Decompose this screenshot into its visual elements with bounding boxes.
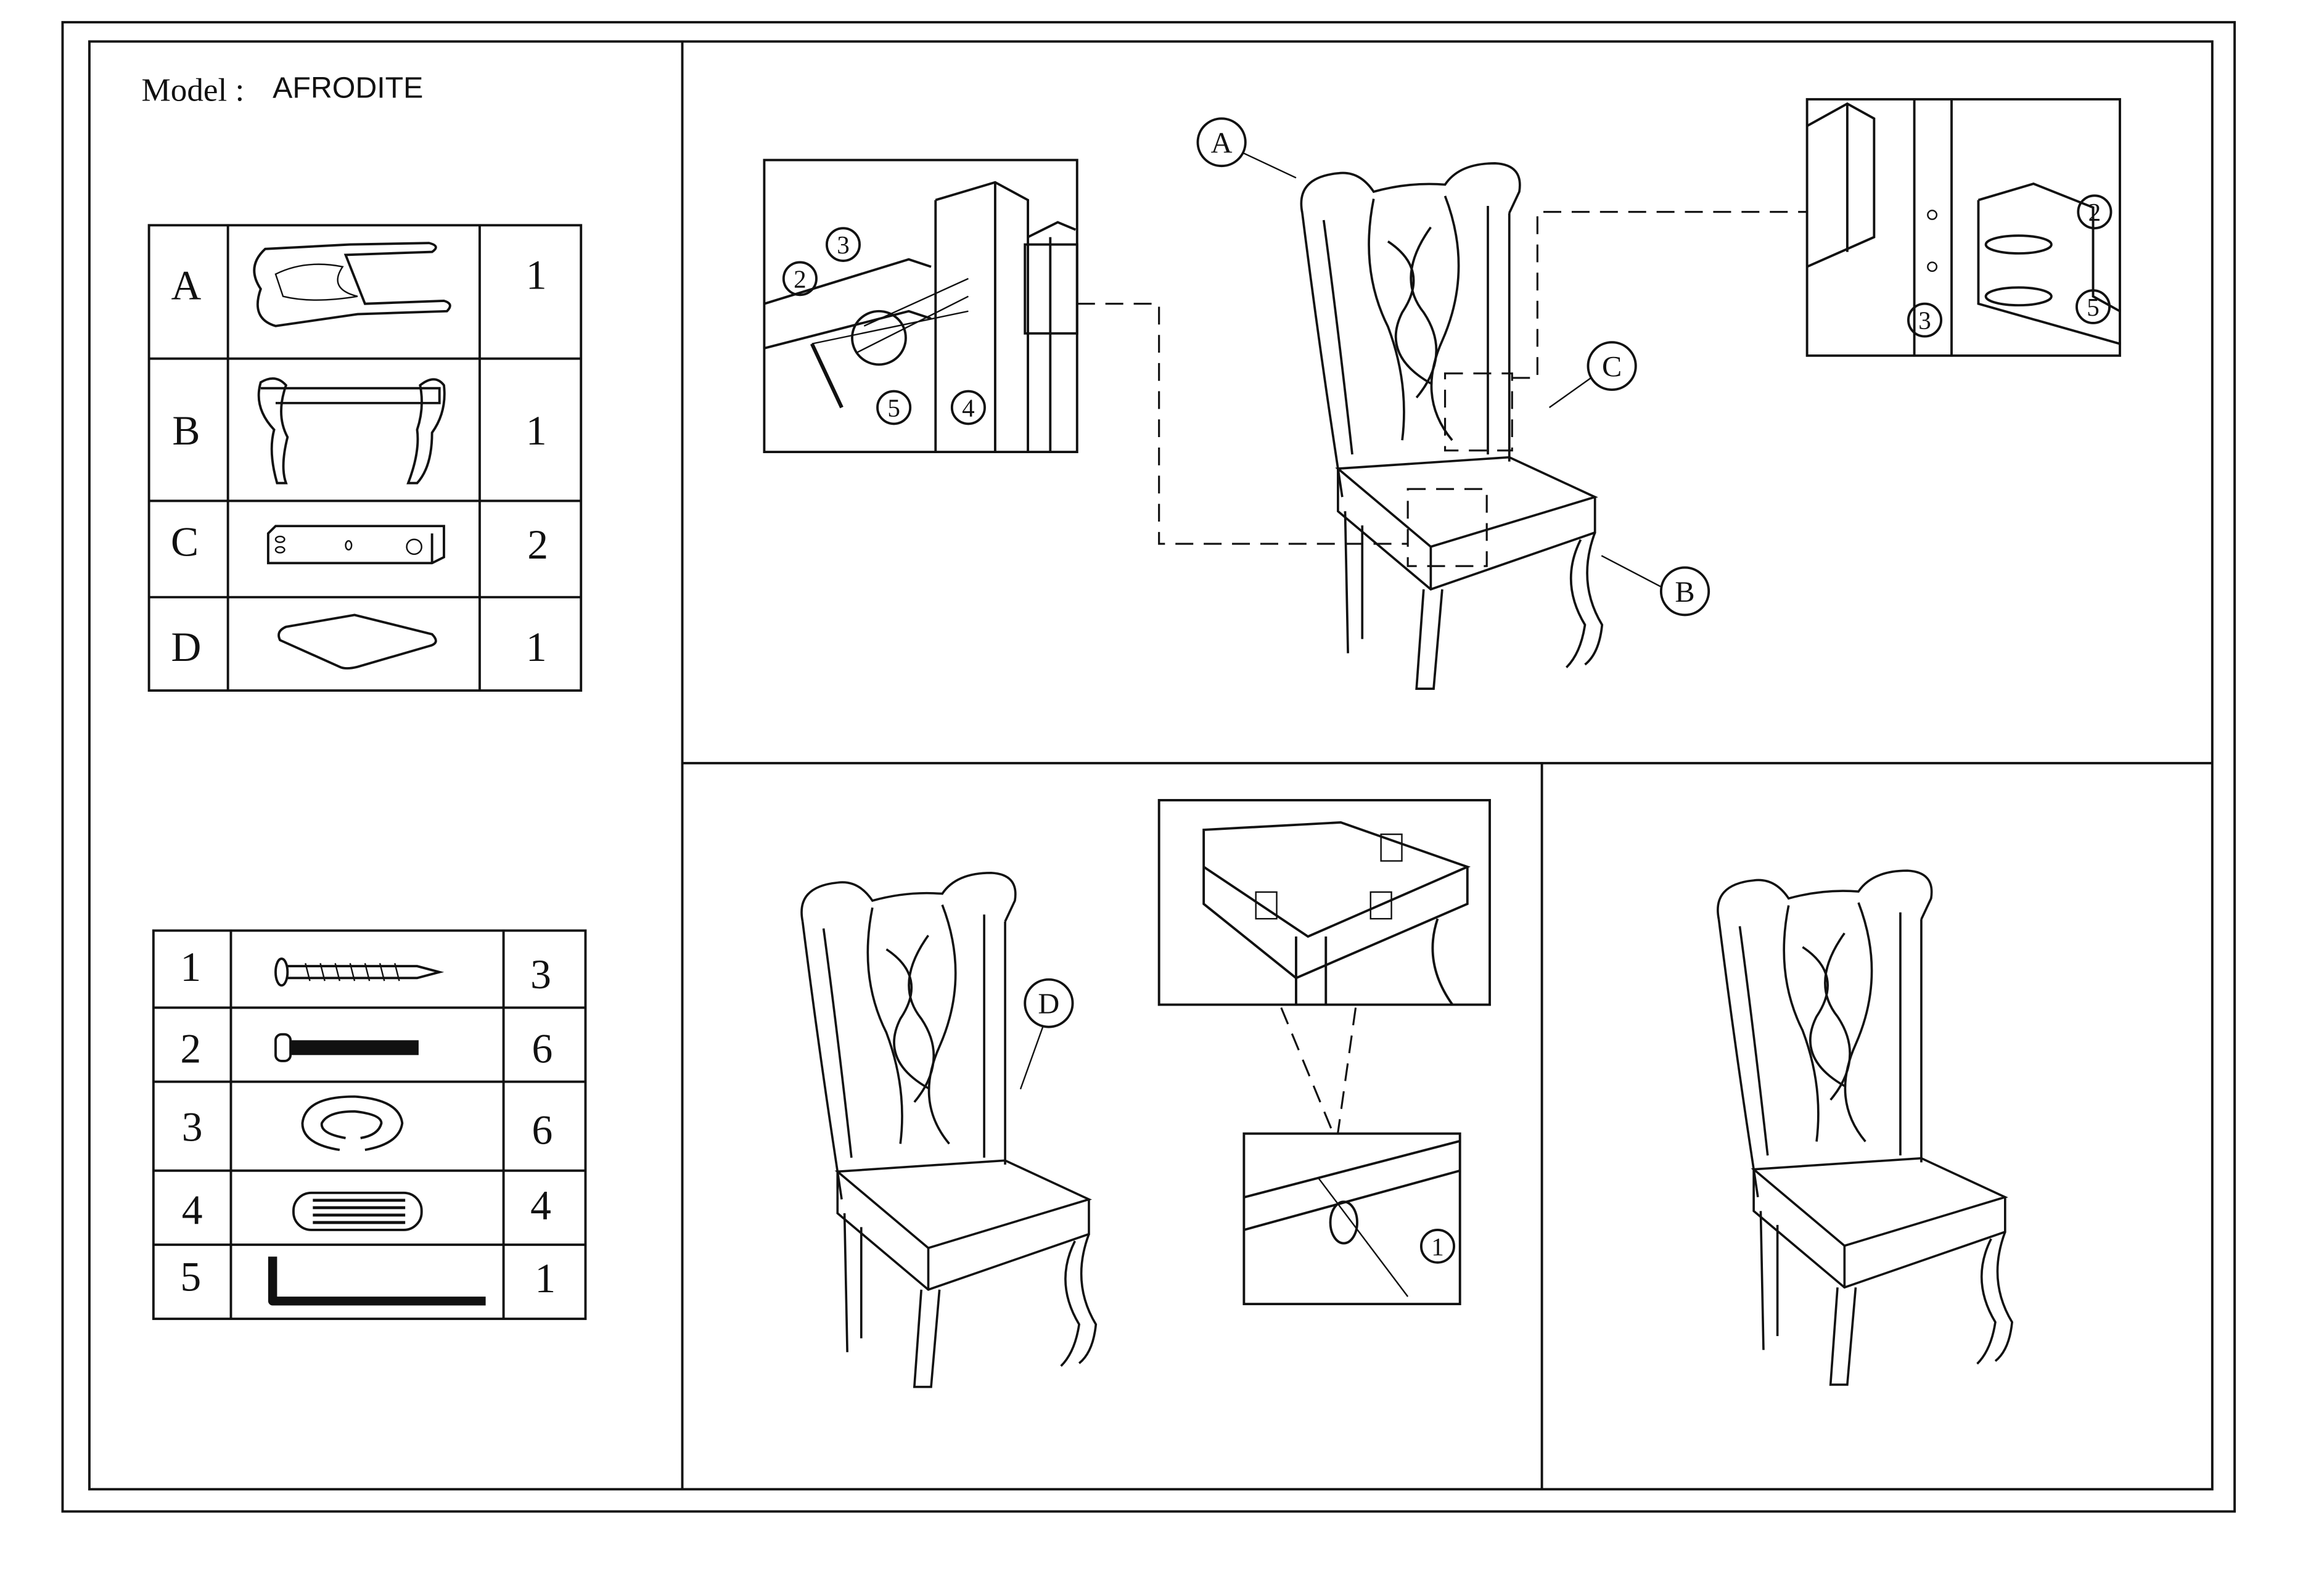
step1-detail-left: 3 2 5 4 bbox=[763, 158, 1078, 454]
allen-key-icon bbox=[268, 1256, 486, 1306]
hardware-qty: 1 bbox=[535, 1255, 556, 1301]
callout-3: 3 bbox=[1918, 306, 1931, 335]
step2-detail-top bbox=[1157, 798, 1491, 1006]
leader-line bbox=[1512, 211, 1807, 379]
hardware-id: 2 bbox=[180, 1025, 201, 1072]
callout-2: 2 bbox=[2088, 198, 2101, 226]
hardware-qty: 6 bbox=[532, 1107, 553, 1154]
seat-cushion-icon bbox=[277, 613, 437, 670]
callout-B: B bbox=[1675, 576, 1694, 609]
split-washer-icon bbox=[301, 1095, 404, 1152]
side-rail-icon bbox=[266, 525, 445, 565]
callout-D: D bbox=[1038, 988, 1059, 1020]
chair-back-frame-icon bbox=[253, 242, 451, 327]
hardware-qty: 4 bbox=[530, 1182, 551, 1229]
callout-5: 5 bbox=[2087, 293, 2100, 321]
outer-frame bbox=[61, 21, 2236, 1513]
callout-1: 1 bbox=[1431, 1232, 1444, 1261]
callout-A: A bbox=[1211, 127, 1233, 160]
detail-marker bbox=[1406, 488, 1488, 567]
allen-bolt-icon bbox=[274, 1033, 419, 1062]
front-legs-rail-icon bbox=[257, 377, 446, 485]
step2-detail-bottom: 1 bbox=[1242, 1132, 1461, 1306]
dowel-icon bbox=[292, 1191, 423, 1231]
part-qty: 2 bbox=[527, 522, 548, 568]
callout-2: 2 bbox=[794, 264, 807, 293]
part-qty: 1 bbox=[526, 624, 547, 670]
leader-line bbox=[1077, 303, 1408, 545]
finished-chair-illustration bbox=[1716, 869, 2014, 1386]
callout-C: C bbox=[1602, 351, 1622, 383]
callout-4: 4 bbox=[962, 393, 975, 422]
chair-illustration bbox=[800, 871, 1098, 1388]
part-qty: 1 bbox=[526, 252, 547, 298]
callout-5: 5 bbox=[887, 393, 900, 422]
hardware-id: 3 bbox=[182, 1104, 203, 1150]
detail-marker bbox=[1443, 372, 1513, 452]
hardware-id: 5 bbox=[180, 1254, 201, 1300]
part-qty: 1 bbox=[526, 408, 547, 454]
part-id: D bbox=[171, 624, 202, 670]
callout-3: 3 bbox=[837, 231, 850, 259]
inner-frame bbox=[88, 40, 2214, 1491]
hardware-id: 1 bbox=[180, 944, 201, 990]
hardware-id: 4 bbox=[182, 1187, 203, 1233]
leader-line bbox=[1280, 1007, 1357, 1134]
model-name: AFRODITE bbox=[273, 72, 423, 105]
hardware-qty: 6 bbox=[532, 1025, 553, 1072]
part-id: A bbox=[171, 263, 202, 309]
model-label: Model : bbox=[142, 73, 245, 109]
hardware-table: 1 3 2 6 3 6 4 4 5 1 bbox=[152, 929, 587, 1321]
chair-illustration bbox=[1300, 162, 1604, 691]
step1-detail-right: 2 3 5 bbox=[1805, 98, 2121, 357]
part-id: C bbox=[171, 518, 199, 565]
wood-screw-icon bbox=[274, 957, 445, 987]
parts-table: A 1 B 1 C 2 D 1 bbox=[147, 224, 583, 692]
hardware-qty: 3 bbox=[530, 951, 551, 998]
part-id: B bbox=[172, 408, 200, 454]
